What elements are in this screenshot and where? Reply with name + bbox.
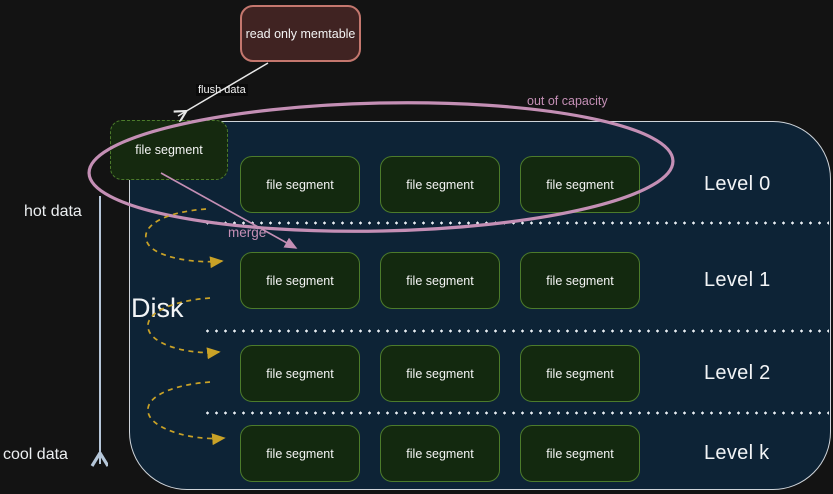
segment-label: file segment <box>266 446 334 461</box>
flushed-file-segment-label: file segment <box>135 143 203 157</box>
levelk-segment-3: file segment <box>520 425 640 482</box>
level1-segment-1: file segment <box>240 252 360 309</box>
segment-label: file segment <box>266 366 334 381</box>
level2-segment-3: file segment <box>520 345 640 402</box>
levelk-segment-1: file segment <box>240 425 360 482</box>
levelk-label: Level k <box>704 442 770 464</box>
flushed-file-segment-box: file segment <box>110 120 228 180</box>
level0-segment-3: file segment <box>520 156 640 213</box>
segment-label: file segment <box>266 177 334 192</box>
cool-data-label: cool data <box>3 446 68 463</box>
merge-label: merge <box>228 225 267 240</box>
separator-level2-levelk <box>203 411 829 415</box>
segment-label: file segment <box>546 177 614 192</box>
segment-label: file segment <box>406 177 474 192</box>
disk-label: Disk <box>131 293 184 323</box>
segment-label: file segment <box>546 366 614 381</box>
level2-label: Level 2 <box>704 362 771 384</box>
level1-segment-3: file segment <box>520 252 640 309</box>
flush-data-label: flush data <box>196 84 248 96</box>
level0-label: Level 0 <box>704 173 771 195</box>
level1-label: Level 1 <box>704 269 771 291</box>
read-only-memtable-box: read only memtable <box>240 5 361 62</box>
segment-label: file segment <box>406 366 474 381</box>
segment-label: file segment <box>406 446 474 461</box>
out-of-capacity-label: out of capacity <box>527 94 608 108</box>
segment-label: file segment <box>406 273 474 288</box>
segment-label: file segment <box>546 273 614 288</box>
hot-data-label: hot data <box>24 203 82 220</box>
level2-segment-2: file segment <box>380 345 500 402</box>
levelk-segment-2: file segment <box>380 425 500 482</box>
level0-segment-2: file segment <box>380 156 500 213</box>
separator-level1-level2 <box>203 329 829 333</box>
segment-label: file segment <box>546 446 614 461</box>
level2-segment-1: file segment <box>240 345 360 402</box>
level0-segment-1: file segment <box>240 156 360 213</box>
segment-label: file segment <box>266 273 334 288</box>
separator-level0-level1 <box>203 221 829 225</box>
level1-segment-2: file segment <box>380 252 500 309</box>
memtable-label: read only memtable <box>245 26 356 41</box>
